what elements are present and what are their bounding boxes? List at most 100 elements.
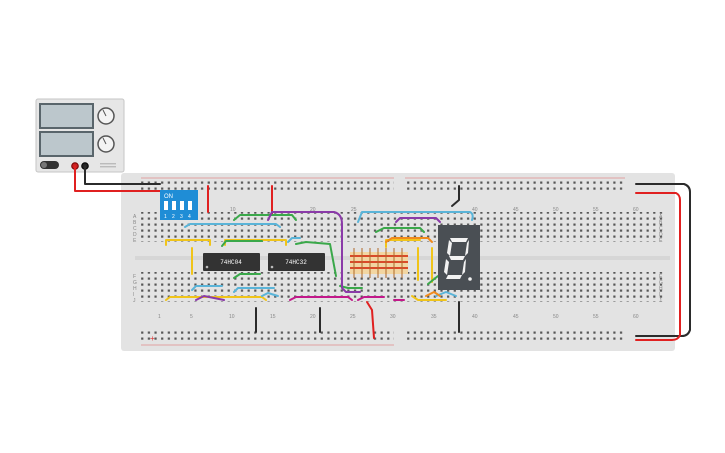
column-numbers-top: 10 20 25 40 45 50 55 60 bbox=[230, 207, 639, 213]
power-supply[interactable] bbox=[35, 98, 125, 173]
seven-segment-display[interactable]: 8 bbox=[438, 225, 480, 290]
col-num-bottom-10: 10 bbox=[229, 314, 235, 320]
wire-green-3[interactable] bbox=[295, 241, 337, 277]
col-num-top-40: 40 bbox=[472, 207, 478, 213]
bottom-power-rail-right[interactable] bbox=[405, 329, 625, 341]
wire-orange-1[interactable] bbox=[385, 237, 433, 243]
col-num-top-25: 25 bbox=[351, 207, 357, 213]
wire-orange-2[interactable] bbox=[425, 291, 441, 297]
wire-blue-4[interactable] bbox=[261, 292, 279, 297]
wire-purple-2[interactable] bbox=[395, 217, 441, 223]
dip-toggle-2[interactable] bbox=[172, 201, 176, 210]
col-num-top-10: 10 bbox=[230, 207, 236, 213]
wire-black-rail-right[interactable] bbox=[635, 183, 691, 337]
col-num-bottom-35: 35 bbox=[431, 314, 437, 320]
resistor-array[interactable] bbox=[350, 248, 408, 278]
wire-blue-5[interactable] bbox=[357, 211, 474, 223]
col-num-bottom-20: 20 bbox=[310, 314, 316, 320]
current-display bbox=[39, 131, 94, 157]
col-num-bottom-55: 55 bbox=[593, 314, 599, 320]
dip-switch[interactable]: ON 1 2 3 4 bbox=[160, 190, 198, 220]
row-letter-d: D bbox=[133, 232, 137, 238]
wires[interactable] bbox=[74, 165, 691, 341]
dip-toggle-3[interactable] bbox=[180, 201, 184, 210]
row-letter-a-right: A bbox=[659, 214, 663, 220]
row-letter-h-right: H bbox=[659, 286, 663, 292]
wire-green-2[interactable] bbox=[221, 240, 263, 247]
dip-switch-on-label: ON bbox=[164, 194, 173, 200]
wire-purple-3[interactable] bbox=[195, 295, 225, 301]
dip-toggle-4[interactable] bbox=[188, 201, 192, 210]
wire-blue-6[interactable] bbox=[287, 237, 301, 243]
wire-yellow-5[interactable] bbox=[385, 239, 421, 248]
wire-green-1[interactable] bbox=[233, 214, 297, 221]
chip-74hc04-label: 74HC04 bbox=[220, 259, 242, 266]
row-letter-c-right: C bbox=[659, 226, 663, 232]
row-letter-c: C bbox=[133, 226, 137, 232]
resistor-legs bbox=[353, 248, 403, 278]
row-letter-b: B bbox=[133, 220, 137, 226]
chip-74hc32-label: 74HC32 bbox=[285, 259, 307, 266]
wire-red-bottom[interactable] bbox=[366, 301, 375, 339]
col-num-top-45: 45 bbox=[513, 207, 519, 213]
dip-num-2: 2 bbox=[172, 214, 175, 220]
row-letter-f: F bbox=[133, 274, 136, 280]
wire-blue-2[interactable] bbox=[191, 285, 223, 291]
wire-yellow-1[interactable] bbox=[165, 239, 211, 246]
row-letter-e: E bbox=[133, 238, 137, 244]
seven-segment-digit bbox=[444, 238, 472, 281]
wire-red-supply[interactable] bbox=[74, 165, 161, 192]
row-letter-g-right: G bbox=[659, 280, 663, 286]
wire-blue-3[interactable] bbox=[233, 287, 275, 293]
wire-magenta-2[interactable] bbox=[357, 296, 385, 301]
wire-yellow-4[interactable] bbox=[165, 296, 267, 301]
col-num-bottom-60: 60 bbox=[633, 314, 639, 320]
row-letters-left: A B C D E F G H I J bbox=[133, 214, 137, 304]
wire-red-rail-right[interactable] bbox=[635, 192, 681, 341]
col-num-bottom-45: 45 bbox=[513, 314, 519, 320]
bottom-power-rail-left[interactable] bbox=[141, 329, 394, 341]
chip-74hc32-body bbox=[268, 253, 325, 271]
col-num-bottom-5: 5 bbox=[190, 314, 193, 320]
row-letter-d-right: D bbox=[659, 232, 663, 238]
wire-black-supply[interactable] bbox=[84, 165, 161, 185]
col-num-bottom-40: 40 bbox=[472, 314, 478, 320]
chip-74hc32[interactable]: 74HC32 bbox=[268, 253, 325, 271]
col-num-top-60: 60 bbox=[633, 207, 639, 213]
dip-num-3: 3 bbox=[180, 214, 183, 220]
wire-purple-1[interactable] bbox=[267, 211, 361, 293]
row-letter-g: G bbox=[133, 280, 137, 286]
wire-yellow-8[interactable] bbox=[411, 295, 447, 301]
row-letters-right: A B C D E F G H I J bbox=[659, 214, 663, 304]
row-letter-b-right: B bbox=[659, 220, 663, 226]
chip-74hc04-body bbox=[203, 253, 260, 271]
wire-black-display-top[interactable] bbox=[451, 185, 460, 207]
wire-green-4[interactable] bbox=[233, 273, 261, 279]
row-letter-h: H bbox=[133, 286, 137, 292]
rail-plus-symbol: + bbox=[150, 334, 155, 343]
row-letter-i: I bbox=[133, 292, 134, 298]
chip-74hc04[interactable]: 74HC04 bbox=[203, 253, 260, 271]
col-num-top-20: 20 bbox=[310, 207, 316, 213]
dip-toggle-1[interactable] bbox=[164, 201, 168, 210]
dip-num-1: 1 bbox=[164, 214, 167, 220]
dip-num-4: 4 bbox=[188, 214, 191, 220]
wire-blue-1[interactable] bbox=[184, 223, 281, 228]
col-num-bottom-1: 1 bbox=[158, 314, 161, 320]
wire-green-5[interactable] bbox=[375, 227, 425, 233]
col-num-bottom-15: 15 bbox=[270, 314, 276, 320]
row-letter-i-right: I bbox=[659, 292, 660, 298]
column-numbers-bottom: 1 5 10 15 20 25 30 35 40 45 50 55 60 bbox=[158, 314, 639, 320]
col-num-bottom-50: 50 bbox=[553, 314, 559, 320]
col-num-bottom-30: 30 bbox=[390, 314, 396, 320]
wire-magenta-1[interactable] bbox=[289, 296, 353, 301]
row-letter-f-right: F bbox=[659, 274, 662, 280]
top-power-rail-right[interactable] bbox=[405, 181, 625, 193]
col-num-bottom-25: 25 bbox=[350, 314, 356, 320]
row-letter-j: J bbox=[133, 298, 136, 304]
voltage-display bbox=[39, 103, 94, 129]
top-power-rail-left[interactable] bbox=[141, 181, 394, 193]
row-letter-a: A bbox=[133, 214, 137, 220]
col-num-top-50: 50 bbox=[553, 207, 559, 213]
